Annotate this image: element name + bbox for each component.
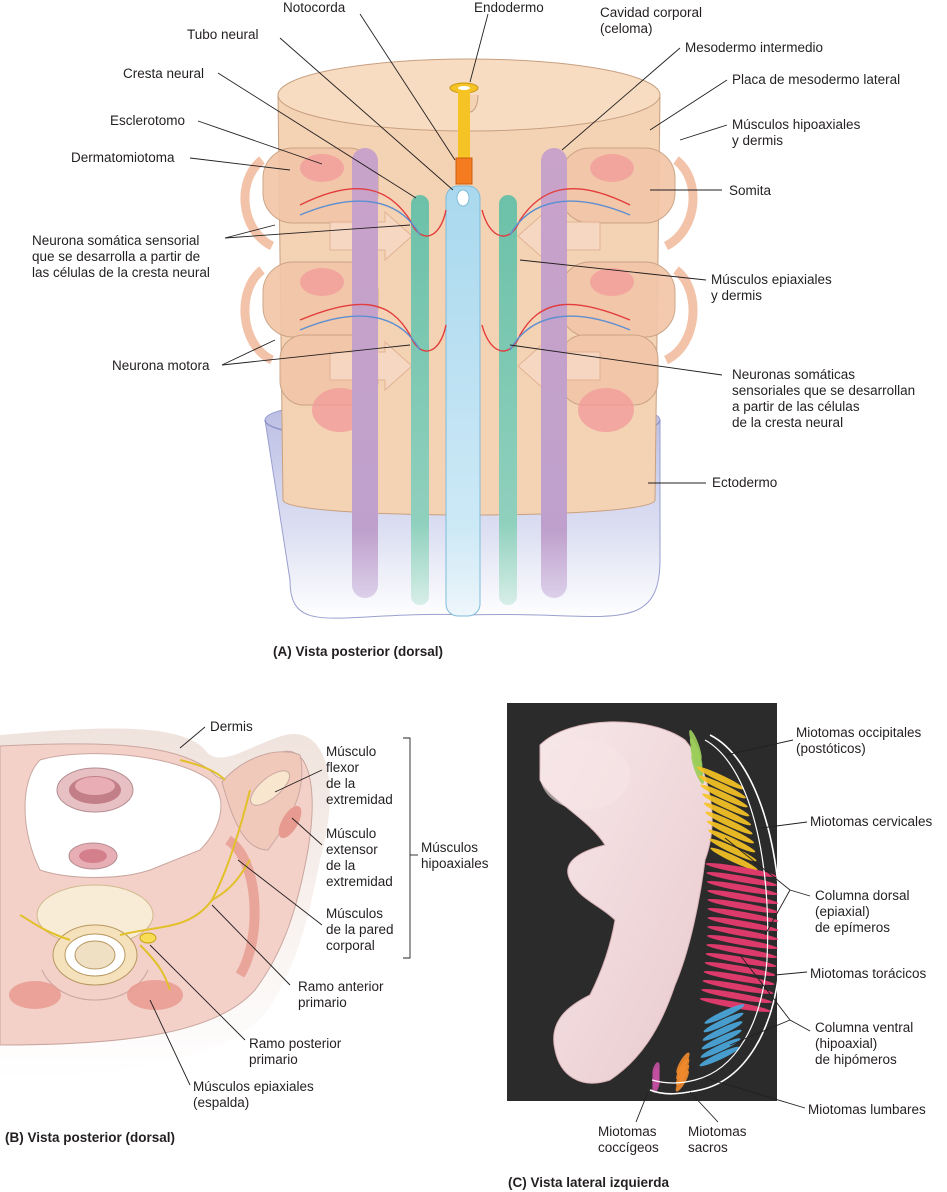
label-ramo-posterior: Ramo posterior primario	[249, 1036, 342, 1067]
notochord	[455, 157, 473, 185]
label-musculos-epiaxiales-espalda: Músculos epiaxiales (espalda)	[193, 1079, 314, 1110]
label-esclerotomo: Esclerotomo	[110, 113, 186, 128]
inner-bracket	[651, 739, 769, 1084]
label-neurona-motora: Neurona motora	[112, 358, 210, 373]
myotome-bands	[652, 729, 779, 1093]
thoracic-myotome	[705, 862, 777, 878]
thoracic-myotome	[707, 889, 779, 905]
label-ramo-anterior: Ramo anterior primario	[298, 979, 384, 1010]
cervical-myotome	[696, 766, 744, 790]
thoracic-myotome	[707, 925, 779, 941]
panel-a-drawing	[240, 58, 698, 619]
body-wall-muscles	[224, 835, 260, 978]
panel-a-leaders	[189, 13, 728, 484]
thoracic-myotome	[701, 988, 773, 1004]
panel-c-drawing	[507, 703, 782, 1101]
label-musculos-hipoaxiales-dermis: Músculos hipoaxiales y dermis	[732, 117, 861, 148]
label-somita: Somita	[729, 183, 772, 198]
thoracic-myotome	[706, 943, 778, 959]
label-cavidad-corporal: Cavidad corporal (celoma)	[600, 5, 703, 36]
label-neuronas-somaticas-sensoriales: Neuronas somáticas sensoriales que se de…	[732, 367, 916, 430]
thoracic-myotome	[706, 934, 778, 950]
label-miotomas-sacros: Miotomas sacros	[688, 1124, 747, 1155]
label-musculo-flexor: Músculo flexor de la extremidad	[326, 744, 393, 807]
spinal-nerves	[19, 759, 251, 991]
intermediate-mesoderm-right	[541, 148, 567, 598]
thoracic-myotome	[702, 979, 774, 995]
cervical-myotome	[709, 838, 757, 862]
label-miotomas-lumbares: Miotomas lumbares	[808, 1102, 926, 1117]
thoracic-myotome	[703, 970, 775, 986]
neural-tube	[445, 185, 481, 617]
epaxial-muscles-left	[9, 981, 61, 1009]
cervical-myotome	[698, 775, 746, 799]
label-miotomas-coccigeos: Miotomas coccígeos	[598, 1124, 659, 1155]
thoracic-myotome	[706, 880, 778, 896]
thoracic-myotome	[706, 871, 778, 887]
cervical-myotome	[700, 784, 748, 808]
lumbar-myotome	[703, 1012, 744, 1033]
lumbar-myotome	[702, 1021, 743, 1041]
label-columna-ventral: Columna ventral (hipoaxial) de hipómeros	[815, 1020, 914, 1067]
intermediate-mesoderm-left	[352, 148, 378, 598]
thoracic-myotome	[707, 916, 779, 932]
outer-bracket	[649, 734, 782, 1095]
lumbar-myotome	[700, 1038, 741, 1058]
neural-crest-left	[411, 195, 429, 605]
label-musculos-pared-corporal: Músculos de la pared corporal	[326, 906, 394, 953]
label-placa-mesodermo-lateral: Placa de mesodermo lateral	[732, 72, 901, 87]
lumbar-myotome	[701, 1029, 742, 1050]
cervical-myotome	[710, 847, 758, 871]
embryo	[539, 721, 713, 1084]
caption-panel-a: (A) Vista posterior (dorsal)	[273, 644, 444, 659]
thoracic-myotome	[707, 907, 779, 923]
label-neurona-somatica-sensorial: Neurona somática sensorial que se desarr…	[32, 233, 210, 280]
panel-c-leaders	[635, 739, 811, 1123]
somite-pink-centers	[300, 154, 634, 432]
sacral-myotome	[675, 1070, 689, 1092]
label-miotomas-toracicos: Miotomas torácicos	[810, 966, 927, 981]
cervical-myotome	[708, 829, 756, 853]
lumbar-myotome	[699, 1046, 740, 1067]
label-miotomas-occipitales: Miotomas occipitales (postóticos)	[796, 725, 922, 756]
label-dermis: Dermis	[210, 719, 253, 734]
label-columna-dorsal: Columna dorsal (epiaxial) de epímeros	[815, 888, 910, 935]
thoracic-myotome	[707, 898, 779, 914]
label-cresta-neural: Cresta neural	[123, 66, 205, 81]
caption-panel-c: (C) Vista lateral izquierda	[508, 1175, 670, 1190]
thoracic-myotome	[705, 952, 777, 968]
label-musculos-epiaxiales-dermis: Músculos epiaxiales y dermis	[711, 272, 832, 303]
label-dermatomiotoma: Dermatomiotoma	[71, 150, 175, 165]
neural-crest-right	[499, 195, 517, 605]
cervical-myotome	[703, 802, 752, 826]
thoracic-myotome	[704, 961, 776, 977]
lumbar-myotome	[704, 1004, 745, 1024]
label-mesodermo-intermedio: Mesodermo intermedio	[685, 40, 824, 55]
epaxial-muscles-right	[127, 980, 183, 1010]
thoracic-myotome	[699, 997, 771, 1013]
label-musculo-extensor: Músculo extensor de la extremidad	[326, 826, 393, 889]
caption-panel-b: (B) Vista posterior (dorsal)	[5, 1130, 176, 1145]
panel-b-leaders	[149, 726, 418, 1086]
panel-b-drawing	[0, 728, 330, 1080]
label-miotomas-cervicales: Miotomas cervicales	[810, 814, 933, 829]
label-tubo-neural: Tubo neural	[187, 27, 259, 42]
label-ectodermo: Ectodermo	[712, 475, 778, 490]
label-musculos-hipoaxiales: Músculos hipoaxiales	[421, 840, 489, 871]
cervical-myotome	[702, 793, 750, 817]
cervical-myotome	[706, 820, 754, 844]
cervical-myotome	[705, 811, 753, 835]
label-endodermo: Endodermo	[474, 0, 544, 15]
label-notocorda: Notocorda	[283, 0, 346, 15]
